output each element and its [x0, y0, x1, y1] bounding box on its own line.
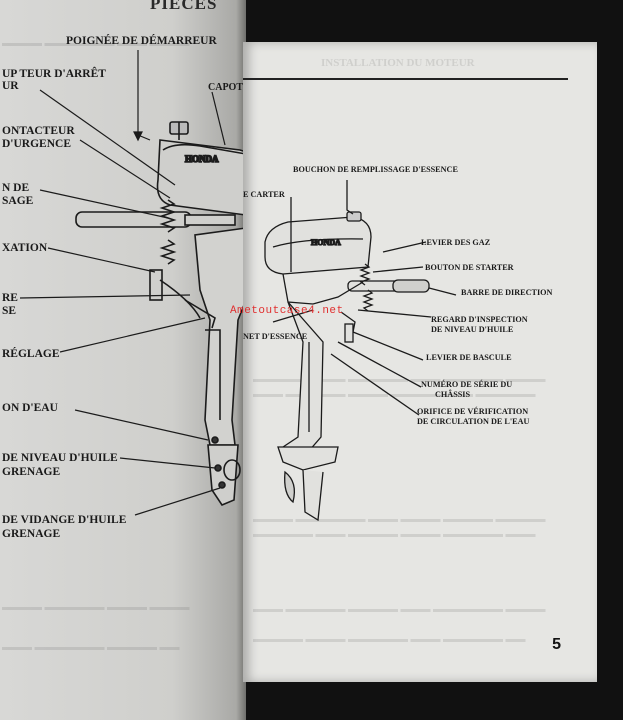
brand-logo: HONDA — [185, 154, 219, 164]
page-number: 5 — [552, 636, 561, 653]
bleed-through-text: ▬▬▬▬ ▬▬▬▬▬▬▬ ▬▬▬ ▬▬▬▬ ▬▬▬▬▬ ▬▬▬▬▬ — [253, 514, 546, 525]
left-page: PIÈCES ▬▬▬▬ ▬▬▬▬▬▬▬ ▬▬▬ ▬▬▬▬ ▬▬▬▬ ▬▬▬▬▬▬… — [0, 0, 246, 720]
brand-logo-small: HONDA — [311, 238, 341, 247]
label-choke-button: BOUTON DE STARTER — [425, 263, 514, 272]
bleed-through-header: INSTALLATION DU MOTEUR — [321, 57, 475, 69]
label-friction-2: SAGE — [2, 195, 34, 207]
label-emergency-switch: ONTACTEUR — [2, 125, 75, 137]
label-starter-handle: POIGNÉE DE DÉMARREUR — [66, 35, 217, 47]
label-water-check: ORIFICE DE VÉRIFICATION — [417, 407, 529, 416]
label-adjustment: RÉGLAGE — [2, 348, 60, 360]
label-serial-number-2: CHÂSSIS — [435, 390, 471, 399]
watermark-text: Ametoutcase4.net — [230, 305, 344, 317]
label-bar-2: SE — [2, 305, 17, 317]
label-fuel-tap: NET D'ESSENCE — [243, 332, 308, 341]
outboard-motor-diagram-small: HONDA — [264, 180, 457, 522]
bleed-through-text: ▬▬▬▬ ▬▬▬▬▬▬ ▬▬▬▬ ▬▬▬▬ — [2, 602, 190, 613]
label-serial-number: NUMÉRO DE SÉRIE DU — [421, 380, 513, 389]
label-oil-level: DE NIVEAU D'HUILE — [2, 452, 118, 464]
label-oil-level-2: GRENAGE — [2, 466, 61, 478]
bleed-through-text: ▬▬▬ ▬▬▬▬▬▬▬ ▬▬▬▬▬ ▬▬ — [2, 642, 180, 653]
right-page: INSTALLATION DU MOTEUR ▬▬▬▬▬ ▬▬▬▬ ▬▬▬▬▬▬… — [243, 42, 597, 682]
label-oil-inspect-2: DE NIVEAU D'HUILE — [431, 325, 514, 334]
label-bar: RE — [2, 292, 18, 304]
label-tilt-lever: LEVIER DE BASCULE — [426, 353, 512, 362]
label-oil-inspect: REGARD D'INSPECTION — [431, 315, 528, 324]
left-page-header: PIÈCES — [150, 0, 218, 13]
outboard-motor-diagram-large: HONDA — [19, 50, 246, 516]
label-emergency-switch-2: D'URGENCE — [2, 138, 72, 150]
bleed-through-text: ▬▬▬▬▬ ▬▬▬▬ ▬▬▬▬▬▬ ▬▬▬ ▬▬▬▬▬▬ ▬▬▬▬ — [253, 374, 546, 385]
label-engine-cover: CAPOT M — [208, 82, 246, 93]
header-rule — [243, 78, 568, 80]
label-oil-drain-2: GRENAGE — [2, 528, 61, 540]
label-tiller: BARRE DE DIRECTION — [461, 288, 553, 297]
bleed-through-text: ▬▬▬ ▬▬▬▬▬▬ ▬▬▬▬▬ ▬▬▬ ▬▬▬▬▬▬▬ ▬▬▬▬ — [253, 604, 546, 615]
label-fuel-cap: BOUCHON DE REMPLISSAGE D'ESSENCE — [293, 165, 458, 174]
bleed-through-text: ▬▬▬▬ ▬▬▬▬▬▬▬ ▬▬▬ ▬▬▬▬ — [2, 38, 190, 49]
label-carter: E CARTER — [243, 190, 285, 199]
label-stop-switch: UP TEUR D'ARRÊT — [2, 68, 106, 80]
bleed-through-text: ▬▬▬▬▬▬ ▬▬▬ ▬▬▬▬▬ ▬▬▬▬ ▬▬▬▬▬▬ ▬▬▬ — [253, 529, 536, 540]
label-throttle-lever: LEVIER DES GAZ — [421, 238, 491, 247]
label-stop-switch-2: UR — [2, 80, 19, 92]
label-fixation: XATION — [2, 242, 48, 254]
label-water-intake: ON D'EAU — [2, 402, 58, 414]
label-friction: N DE — [2, 182, 30, 194]
label-oil-drain: DE VIDANGE D'HUILE — [2, 514, 127, 526]
bleed-through-text: ▬▬▬ ▬▬▬▬▬▬ ▬▬▬▬ ▬▬▬▬▬ ▬▬▬ ▬▬▬▬▬▬ — [253, 389, 536, 400]
label-water-check-2: DE CIRCULATION DE L'EAU — [417, 417, 530, 426]
bleed-through-text: ▬▬▬▬▬ ▬▬▬▬ ▬▬▬▬▬▬ ▬▬▬ ▬▬▬▬▬▬ ▬▬ — [253, 634, 526, 645]
